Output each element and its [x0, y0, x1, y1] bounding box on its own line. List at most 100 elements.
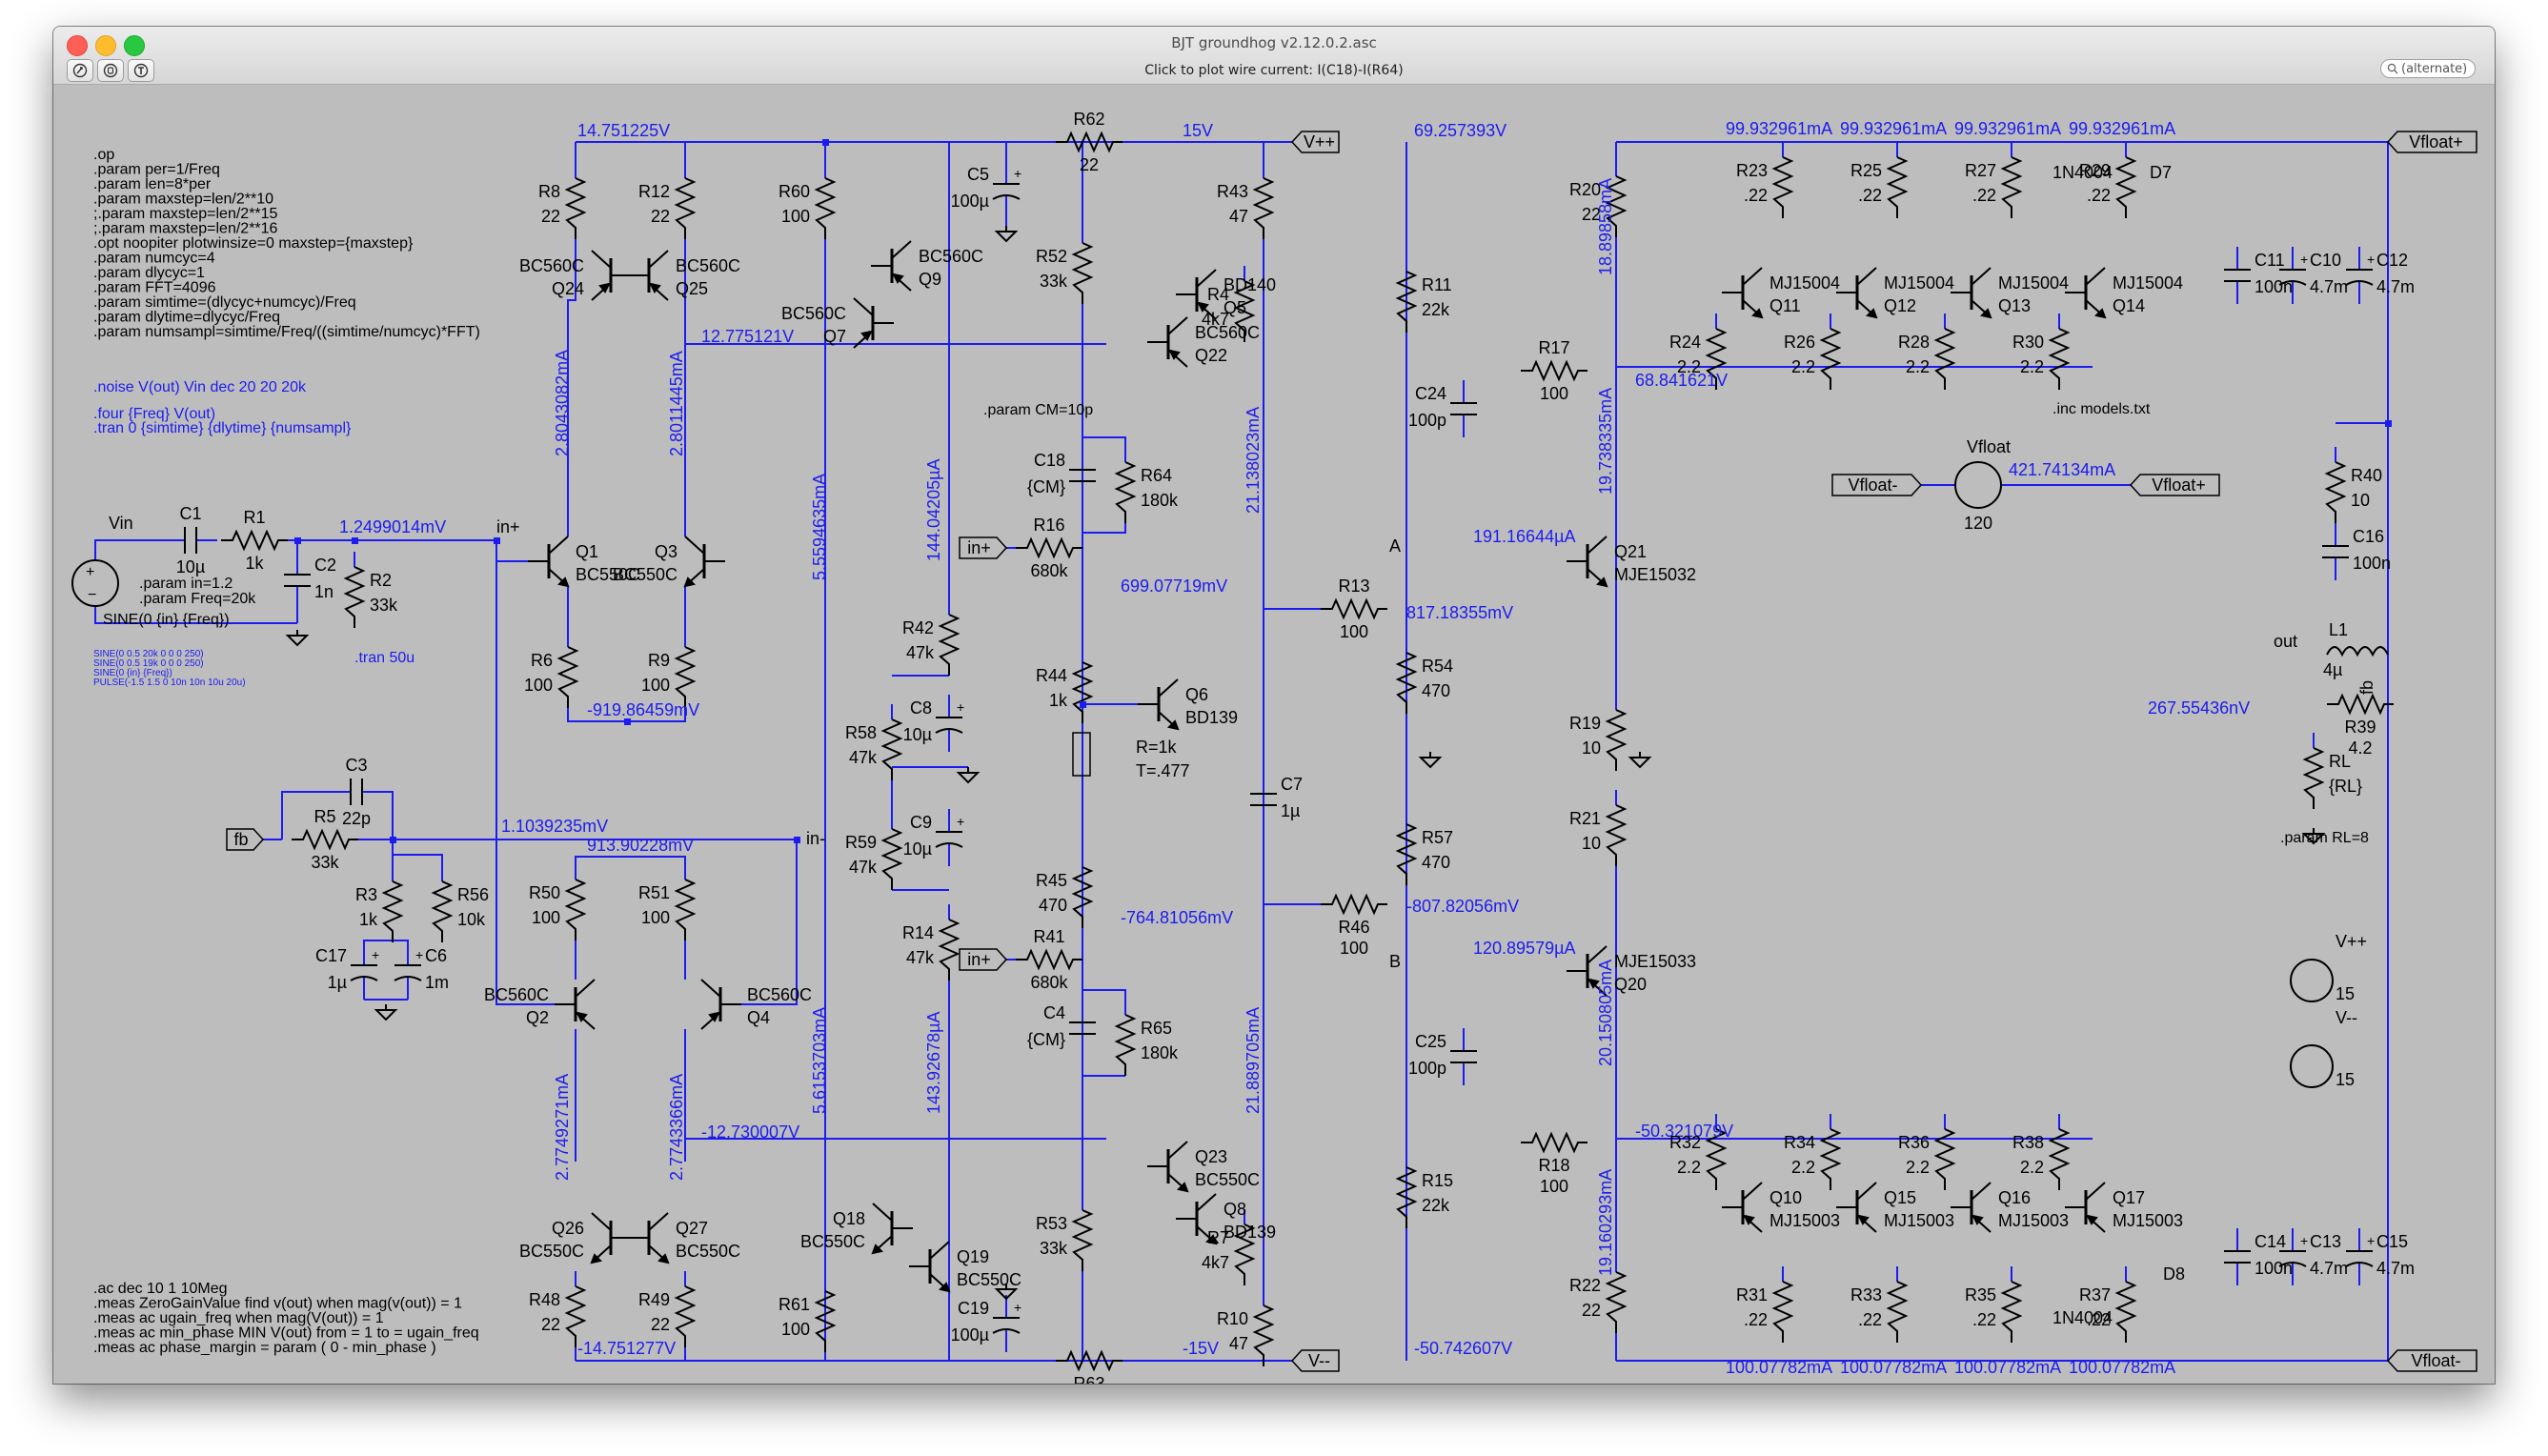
component-name[interactable]: C15: [2376, 1232, 2408, 1251]
transistor-label[interactable]: Q25: [676, 279, 708, 298]
rl-param[interactable]: .param RL=8: [2280, 830, 2369, 846]
component-value[interactable]: 2.2: [1791, 357, 1815, 376]
component-name[interactable]: R12: [638, 182, 670, 201]
component-value[interactable]: 100: [1540, 1177, 1568, 1196]
label[interactable]: D7: [2150, 163, 2172, 182]
component-value[interactable]: 22: [651, 207, 670, 226]
component-value[interactable]: 10µ: [176, 557, 205, 576]
label[interactable]: D8: [2163, 1264, 2185, 1284]
component-value[interactable]: 2.2: [1677, 1158, 1701, 1177]
polarity-mark[interactable]: +: [415, 947, 423, 962]
component-name[interactable]: R17: [1538, 338, 1569, 357]
transistor-q17[interactable]: [2065, 1182, 2106, 1233]
net-label-text[interactable]: Vfloat+: [2409, 132, 2463, 152]
resistor-r9[interactable]: [674, 646, 697, 708]
component-name[interactable]: R19: [1569, 714, 1601, 733]
label[interactable]: +: [86, 564, 94, 580]
spice-directive[interactable]: ;.param maxstep=len/2**16: [93, 221, 278, 237]
component-name[interactable]: R24: [1669, 333, 1701, 352]
transistor-label[interactable]: BD140: [1223, 275, 1276, 294]
transistor-label[interactable]: Q4: [747, 1008, 770, 1027]
resistor-r32[interactable]: [1705, 1128, 1728, 1190]
component-name[interactable]: R42: [902, 618, 934, 637]
component-value[interactable]: 100: [1340, 939, 1368, 958]
transistor-label[interactable]: BC560C: [781, 304, 846, 323]
component-value[interactable]: 10: [2351, 491, 2370, 510]
resistor-r11[interactable]: [1395, 271, 1418, 333]
component-value[interactable]: 1µ: [328, 973, 347, 992]
component-value[interactable]: 4k7: [1202, 310, 1229, 329]
component-name[interactable]: R56: [457, 885, 489, 904]
component-name[interactable]: R21: [1569, 809, 1601, 828]
spice-directive[interactable]: .param FFT=4096: [93, 280, 216, 296]
label[interactable]: -14.751277V: [577, 1339, 676, 1358]
label[interactable]: T=.477: [1136, 761, 1190, 780]
component-value[interactable]: 22: [651, 1315, 670, 1334]
component-name[interactable]: R31: [1736, 1285, 1768, 1304]
polarity-mark[interactable]: +: [2300, 1233, 2308, 1248]
transistor-label[interactable]: Q14: [2113, 296, 2145, 315]
label[interactable]: -764.81056mV: [1121, 908, 1233, 927]
resistor-r41[interactable]: [1016, 948, 1082, 971]
label[interactable]: 99.932961mA: [1954, 119, 2061, 138]
component-name[interactable]: C7: [1281, 775, 1303, 794]
transistor-label[interactable]: Q18: [833, 1209, 865, 1228]
transistor-q23[interactable]: [1147, 1141, 1189, 1193]
component-name[interactable]: R26: [1784, 333, 1815, 352]
ground-symbol[interactable]: [285, 630, 310, 647]
component-name[interactable]: C9: [910, 813, 932, 832]
close-button[interactable]: [67, 35, 88, 56]
component-value[interactable]: 100n: [2255, 277, 2293, 296]
label[interactable]: 20.150805mA: [1596, 960, 1615, 1066]
component-name[interactable]: R6: [531, 651, 553, 670]
transistor-label[interactable]: BD139: [1223, 1223, 1276, 1242]
resistor-r59[interactable]: [880, 828, 903, 890]
transistor-q25[interactable]: [628, 250, 669, 301]
polarity-mark[interactable]: +: [2300, 252, 2308, 267]
source-alt[interactable]: SINE(0 0.5 20k 0 0 0 250): [93, 649, 204, 659]
component-value[interactable]: 1k: [1049, 691, 1068, 710]
transistor-label[interactable]: BC560C: [919, 247, 983, 266]
component-value[interactable]: .22: [1744, 186, 1768, 205]
node-a[interactable]: A: [1389, 536, 1401, 556]
label[interactable]: 19.738335mA: [1596, 388, 1615, 495]
component-value[interactable]: 4.7m: [2310, 1259, 2348, 1278]
component-name[interactable]: R13: [1338, 576, 1369, 596]
label[interactable]: 21.889705mA: [1244, 1007, 1263, 1114]
transistor-label[interactable]: MJE15033: [1614, 952, 1696, 971]
ground-symbol[interactable]: [994, 1284, 1019, 1301]
resistor-r64[interactable]: [1114, 461, 1137, 523]
label[interactable]: 267.55436nV: [2148, 698, 2250, 718]
net-label-text[interactable]: V--: [1308, 1351, 1330, 1370]
label[interactable]: 100.07782mA: [1954, 1358, 2061, 1377]
component-name[interactable]: R45: [1036, 871, 1067, 890]
component-value[interactable]: 100n: [2353, 554, 2391, 573]
source-value[interactable]: SINE(0 {in} {Freq}): [103, 612, 230, 628]
net-label[interactable]: [959, 536, 1008, 559]
component-name[interactable]: RL: [2329, 752, 2351, 771]
net-in-plus[interactable]: in+: [496, 517, 520, 536]
label[interactable]: 21.138023mA: [1244, 407, 1263, 514]
transistor-label[interactable]: Q16: [1998, 1188, 2031, 1207]
transistor-label[interactable]: MJ15004: [1884, 273, 1954, 293]
label[interactable]: 2.8011445mA: [667, 351, 686, 456]
transistor-label[interactable]: BC560C: [484, 985, 549, 1004]
component-name[interactable]: R43: [1217, 182, 1248, 201]
resistor-rl[interactable]: [2302, 747, 2325, 809]
label[interactable]: 421.74134mA: [2009, 460, 2115, 479]
resistor-r53[interactable]: [1071, 1209, 1094, 1271]
component-value[interactable]: 100: [781, 207, 810, 226]
label[interactable]: 99.932961mA: [1726, 119, 1832, 138]
component-value[interactable]: 47: [1229, 1334, 1248, 1353]
component-value[interactable]: .22: [1972, 1310, 1996, 1329]
component-name[interactable]: R22: [1569, 1276, 1601, 1295]
spice-directive[interactable]: .param numcyc=4: [93, 251, 215, 267]
cm-param[interactable]: .param CM=10p: [983, 402, 1093, 418]
resistor-r25[interactable]: [1886, 156, 1909, 218]
resistor-r3[interactable]: [381, 880, 404, 942]
resistor-r40[interactable]: [2324, 461, 2347, 523]
transistor-label[interactable]: BC560C: [747, 985, 812, 1004]
spice-directive[interactable]: .param dlytime=dlycyc/Freq: [93, 310, 280, 326]
resistor-r39[interactable]: [2327, 693, 2394, 716]
label[interactable]: 100.07782mA: [1726, 1358, 1832, 1377]
